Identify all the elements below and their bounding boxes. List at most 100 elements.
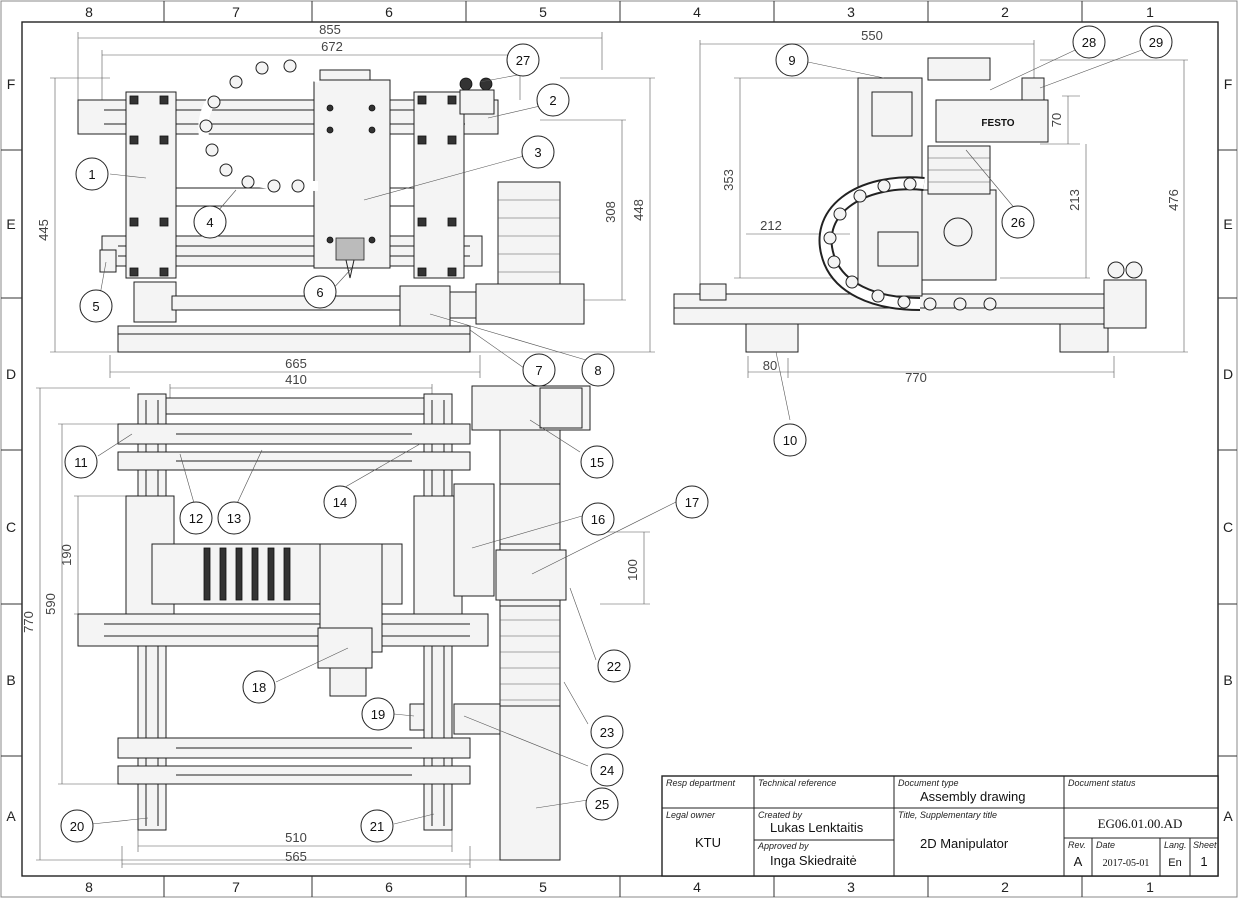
- sheet-label: Sheet: [1193, 840, 1217, 850]
- left-carriage: [125, 91, 177, 279]
- balloon-20: 20: [60, 809, 94, 843]
- balloon-14: 14: [323, 485, 357, 519]
- column-slider: [495, 549, 567, 601]
- svg-text:18: 18: [252, 680, 266, 695]
- dim-label: 410: [285, 372, 307, 387]
- zone-col-label: 8: [85, 879, 93, 895]
- balloon-28: 28: [1072, 25, 1106, 59]
- document-type: Assembly drawing: [920, 789, 1026, 804]
- zone-col-label: 4: [693, 4, 701, 20]
- created-by: Lukas Lenktaitis: [770, 820, 864, 835]
- zone-col-label: 7: [232, 4, 240, 20]
- zone-row-label: B: [1223, 672, 1232, 688]
- dim-label: 770: [905, 370, 927, 385]
- svg-text:24: 24: [600, 763, 614, 778]
- top-view: 410 770 590 190 100 510 565: [21, 372, 650, 868]
- zone-row-label: B: [6, 672, 15, 688]
- svg-text:28: 28: [1082, 35, 1096, 50]
- zone-col-label: 3: [847, 4, 855, 20]
- balloons: 1 2 3 4 5 6 7 8 9 10 11 12 13 14 15 16 1…: [60, 25, 1173, 843]
- svg-text:4: 4: [206, 215, 213, 230]
- dim-label: 353: [721, 169, 736, 191]
- created-by-label: Created by: [758, 810, 803, 820]
- balloon-2: 2: [536, 83, 570, 117]
- motor-label: FESTO: [981, 118, 1014, 129]
- zone-col-label: 7: [232, 879, 240, 895]
- balloon-23: 23: [590, 715, 624, 749]
- dim-label: 448: [631, 199, 646, 221]
- balloon-4: 4: [193, 205, 227, 239]
- svg-text:27: 27: [516, 53, 530, 68]
- zone-col-label: 2: [1001, 879, 1009, 895]
- dim-label: 855: [319, 22, 341, 37]
- dim-label: 100: [625, 559, 640, 581]
- dim-label: 550: [861, 28, 883, 43]
- balloon-25: 25: [585, 787, 619, 821]
- title-label: Title, Supplementary title: [898, 810, 997, 820]
- base-plate: [117, 325, 471, 353]
- zone-labels-top: 8 7 6 5 4 3 2 1: [85, 4, 1154, 20]
- balloon-26: 26: [1001, 205, 1035, 239]
- drawing-title: 2D Manipulator: [920, 836, 1009, 851]
- svg-text:5: 5: [92, 299, 99, 314]
- zone-row-label: E: [1223, 216, 1232, 232]
- svg-text:8: 8: [594, 363, 601, 378]
- zone-col-label: 5: [539, 4, 547, 20]
- dim-label: 70: [1049, 113, 1064, 127]
- svg-text:29: 29: [1149, 35, 1163, 50]
- dim-label: 770: [21, 611, 36, 633]
- technical-reference-label: Technical reference: [758, 778, 836, 788]
- zone-col-label: 4: [693, 879, 701, 895]
- balloon-3: 3: [521, 135, 555, 169]
- zone-col-label: 3: [847, 879, 855, 895]
- date-label: Date: [1096, 840, 1115, 850]
- foot-left: [745, 323, 799, 353]
- dim-label: 672: [321, 39, 343, 54]
- dim-label: 476: [1166, 189, 1181, 211]
- zone-row-label: D: [1223, 366, 1233, 382]
- front-view: 855 672 445 448 308 665: [36, 22, 655, 378]
- column-carriage: [921, 189, 997, 281]
- balloon-16: 16: [581, 502, 615, 536]
- document-status-label: Document status: [1068, 778, 1136, 788]
- balloon-18: 18: [242, 670, 276, 704]
- lang-label: Lang.: [1164, 840, 1187, 850]
- issue-date: 2017-05-01: [1103, 858, 1150, 869]
- title-block: Resp department Technical reference Docu…: [661, 775, 1219, 877]
- dim-label: 445: [36, 219, 51, 241]
- balloon-12: 12: [179, 501, 213, 535]
- balloon-21: 21: [360, 809, 394, 843]
- dim-label: 665: [285, 356, 307, 371]
- foot-right: [1059, 323, 1109, 353]
- zone-col-label: 6: [385, 4, 393, 20]
- zone-col-label: 1: [1146, 4, 1154, 20]
- gripper-body: [335, 237, 365, 261]
- zone-row-label: F: [7, 76, 16, 92]
- side-view: 550 353 476 70 213 212 80 770 FESTO: [673, 28, 1188, 385]
- svg-text:14: 14: [333, 495, 347, 510]
- dim-label: 213: [1067, 189, 1082, 211]
- balloon-22: 22: [597, 649, 631, 683]
- dim-label: 565: [285, 849, 307, 864]
- svg-text:17: 17: [685, 495, 699, 510]
- balloon-7: 7: [522, 353, 556, 387]
- zone-col-label: 5: [539, 879, 547, 895]
- dim-label: 190: [59, 544, 74, 566]
- balloon-6: 6: [303, 275, 337, 309]
- zone-col-label: 8: [85, 4, 93, 20]
- energy-chain: [198, 59, 322, 193]
- balloon-24: 24: [590, 753, 624, 787]
- svg-text:6: 6: [316, 285, 323, 300]
- balloon-5: 5: [79, 289, 113, 323]
- zone-labels-bottom: 8 7 6 5 4 3 2 1: [85, 879, 1154, 895]
- svg-text:21: 21: [370, 819, 384, 834]
- dim-label: 510: [285, 830, 307, 845]
- rev: A: [1074, 854, 1083, 869]
- zone-row-label: D: [6, 366, 16, 382]
- svg-text:20: 20: [70, 819, 84, 834]
- dim-label: 212: [760, 218, 782, 233]
- svg-text:10: 10: [783, 433, 797, 448]
